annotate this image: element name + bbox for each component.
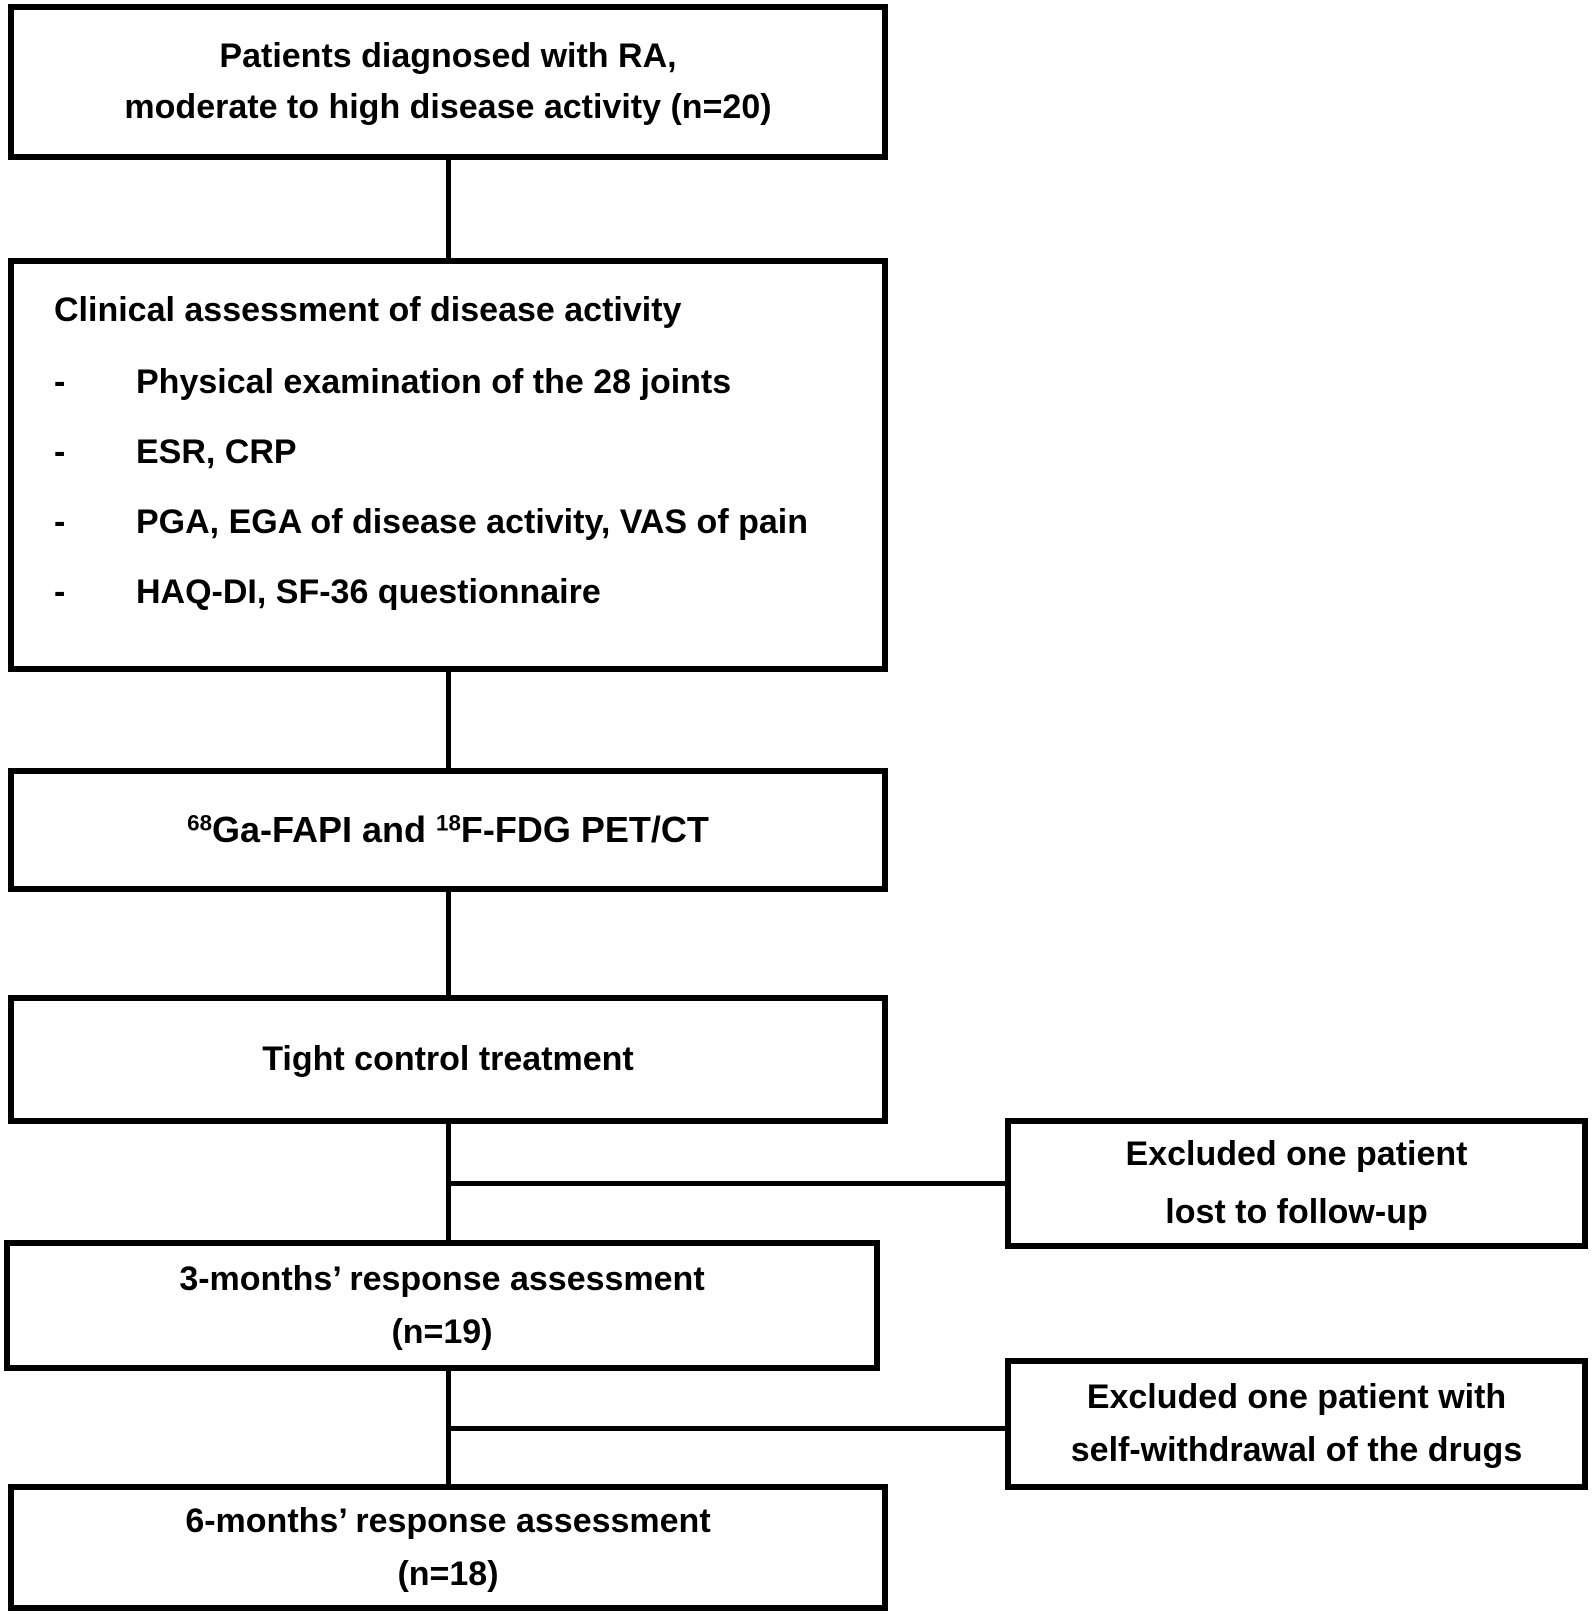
clinical-item-esr-crp: ESR, CRP: [136, 433, 297, 471]
patients-line1: Patients diagnosed with RA,: [219, 37, 677, 75]
month3-line1: 3-months’ response assessment: [179, 1259, 705, 1298]
flow-box-6-months-assessment: 6-months’ response assessment (n=18): [8, 1484, 888, 1611]
list-item: - Physical examination of the 28 joints: [54, 358, 854, 406]
excluded2-line1: Excluded one patient with: [1086, 1378, 1507, 1417]
treatment-label: Tight control treatment: [262, 1040, 634, 1078]
clinical-title: Clinical assessment of disease activity: [54, 291, 682, 329]
dash-bullet: -: [54, 573, 66, 611]
dash-bullet: -: [54, 363, 66, 401]
flow-box-excluded-self-withdrawal: Excluded one patient with self-withdrawa…: [1005, 1358, 1588, 1490]
month3-line2: (n=19): [391, 1312, 493, 1351]
branch-to-excluded-lost-followup: [446, 1181, 1005, 1186]
petct-label: 68Ga-FAPI and 18F-FDG PET/CT: [187, 803, 709, 857]
month6-line2: (n=18): [397, 1554, 499, 1593]
flow-box-clinical-assessment: Clinical assessment of disease activity …: [8, 258, 888, 672]
dash-bullet: -: [54, 433, 66, 471]
branch-to-excluded-self-withdrawal: [446, 1426, 1005, 1431]
isotope-68-superscript: 68: [187, 810, 212, 836]
petct-part1: Ga-FAPI and: [211, 809, 437, 850]
connector-patients-to-clinical: [446, 160, 451, 258]
excluded1-line2: lost to follow-up: [1165, 1192, 1428, 1231]
excluded1-line1: Excluded one patient: [1125, 1134, 1468, 1173]
flow-box-tight-control-treatment: Tight control treatment: [8, 995, 888, 1124]
flow-box-patients-diagnosed: Patients diagnosed with RA, moderate to …: [8, 4, 888, 160]
dash-bullet: -: [54, 503, 66, 541]
connector-petct-to-treatment: [446, 892, 451, 995]
flow-box-petct-imaging: 68Ga-FAPI and 18F-FDG PET/CT: [8, 768, 888, 892]
connector-clinical-to-petct: [446, 672, 451, 768]
list-item: - ESR, CRP: [54, 428, 854, 476]
flow-box-3-months-assessment: 3-months’ response assessment (n=19): [4, 1240, 880, 1371]
petct-part2: F-FDG PET/CT: [460, 809, 709, 850]
month6-line1: 6-months’ response assessment: [185, 1501, 711, 1540]
clinical-item-pga-ega-vas: PGA, EGA of disease activity, VAS of pai…: [136, 503, 808, 541]
list-item: - HAQ-DI, SF-36 questionnaire: [54, 568, 854, 616]
patients-line2: moderate to high disease activity (n=20): [124, 88, 772, 126]
excluded2-line2: self-withdrawal of the drugs: [1070, 1431, 1523, 1469]
isotope-18-superscript: 18: [436, 810, 461, 836]
flow-box-excluded-lost-followup: Excluded one patient lost to follow-up: [1005, 1118, 1588, 1249]
clinical-item-physical-exam: Physical examination of the 28 joints: [136, 363, 732, 401]
clinical-item-haq-sf36: HAQ-DI, SF-36 questionnaire: [136, 573, 601, 611]
list-item: - PGA, EGA of disease activity, VAS of p…: [54, 498, 854, 546]
